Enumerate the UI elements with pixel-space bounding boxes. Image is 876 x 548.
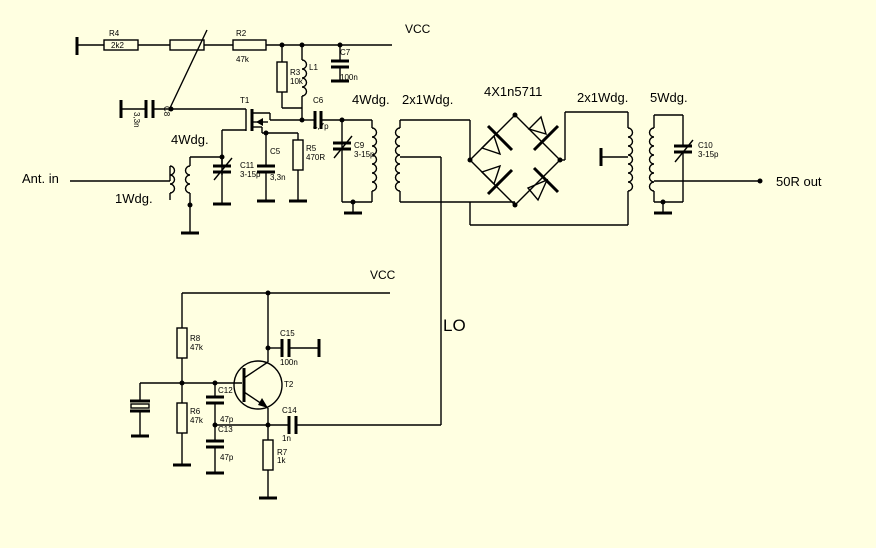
r8-name: R8 bbox=[190, 334, 201, 343]
r5-value: 470R bbox=[306, 153, 325, 162]
c7-name: C7 bbox=[340, 48, 351, 57]
t1-name: T1 bbox=[240, 96, 250, 105]
r3-name: R3 bbox=[290, 68, 301, 77]
antenna-input-label: Ant. in bbox=[22, 171, 59, 186]
output-tank-winding bbox=[648, 127, 655, 192]
c6-name: C6 bbox=[313, 96, 324, 105]
c12-name: C12 bbox=[218, 386, 233, 395]
c14-value: 1n bbox=[282, 434, 291, 443]
diode-ring-label: 4X1n5711 bbox=[484, 84, 542, 99]
mixer-output-winding bbox=[627, 127, 634, 192]
output-label: 50R out bbox=[776, 174, 822, 189]
winding-2x1-left-label: 2x1Wdg. bbox=[402, 92, 453, 107]
c12-value: 47p bbox=[220, 415, 234, 424]
local-oscillator bbox=[130, 290, 390, 500]
c10-name: C10 bbox=[698, 141, 713, 150]
c15-value: 100n bbox=[280, 358, 298, 367]
c11-name: C11 bbox=[240, 161, 255, 170]
c10-value: 3-15p bbox=[698, 150, 719, 159]
c13-name: C13 bbox=[218, 425, 233, 434]
c9-name: C9 bbox=[354, 141, 365, 150]
winding-4-input-label: 4Wdg. bbox=[171, 132, 209, 147]
crystal bbox=[130, 403, 150, 409]
r3-value: 10k bbox=[290, 77, 304, 86]
r7-name: R7 bbox=[277, 448, 288, 457]
c7-value: 100n bbox=[340, 73, 358, 82]
resistor-r7 bbox=[262, 439, 274, 471]
diode bbox=[480, 164, 514, 196]
c15-name: C15 bbox=[280, 329, 295, 338]
c5-value: 3,3n bbox=[270, 173, 286, 182]
r4-value: 2k2 bbox=[111, 41, 124, 50]
c8-name: C8 bbox=[162, 106, 171, 117]
r2-value: 47k bbox=[236, 55, 250, 64]
output-transformer bbox=[599, 112, 763, 225]
transistor-t2 bbox=[233, 360, 283, 410]
r6-value: 47k bbox=[190, 416, 204, 425]
r7-value: 1k bbox=[277, 456, 286, 465]
winding-5-label: 5Wdg. bbox=[650, 90, 688, 105]
vcc-osc-label: VCC bbox=[370, 268, 396, 282]
resistor-r3 bbox=[276, 61, 288, 93]
diode-ring bbox=[467, 111, 628, 208]
c5-name: C5 bbox=[270, 147, 281, 156]
c6-value: 4,7p bbox=[313, 122, 329, 131]
diode bbox=[527, 115, 560, 152]
resistor-r5 bbox=[292, 139, 304, 171]
diode bbox=[526, 166, 560, 202]
resistor-r8 bbox=[176, 327, 188, 359]
output-terminal bbox=[757, 178, 763, 184]
r4-name: R4 bbox=[109, 29, 120, 38]
c11-value: 3-15p bbox=[240, 170, 261, 179]
mixer-input-winding bbox=[394, 127, 401, 192]
c14-name: C14 bbox=[282, 406, 297, 415]
winding-2x1-right-label: 2x1Wdg. bbox=[577, 90, 628, 105]
c13-value: 47p bbox=[220, 453, 234, 462]
r2-name: R2 bbox=[236, 29, 247, 38]
c8-value: 3,3n bbox=[132, 112, 141, 128]
vcc-top-label: VCC bbox=[405, 22, 431, 36]
resistor-r2 bbox=[232, 39, 267, 51]
r8-value: 47k bbox=[190, 343, 204, 352]
labels: VCC VCC Ant. in 50R out LO 1Wdg. 4Wdg. 4… bbox=[22, 22, 822, 465]
lo-label: LO bbox=[443, 316, 466, 335]
t2-name: T2 bbox=[284, 380, 294, 389]
input-coupling-winding bbox=[169, 165, 176, 194]
drain-tank bbox=[296, 117, 628, 426]
drain-winding bbox=[371, 127, 378, 192]
inductor-l1 bbox=[301, 59, 308, 97]
diode bbox=[480, 124, 514, 156]
input-tank-winding bbox=[184, 165, 191, 194]
l1-name: L1 bbox=[309, 63, 318, 72]
winding-1-label: 1Wdg. bbox=[115, 191, 153, 206]
c9-value: 3-15p bbox=[354, 150, 375, 159]
bias-network bbox=[75, 29, 392, 120]
resistor-r6 bbox=[176, 402, 188, 434]
r5-name: R5 bbox=[306, 144, 317, 153]
r6-name: R6 bbox=[190, 407, 201, 416]
input-tank bbox=[70, 154, 233, 235]
winding-4-drain-label: 4Wdg. bbox=[352, 92, 390, 107]
